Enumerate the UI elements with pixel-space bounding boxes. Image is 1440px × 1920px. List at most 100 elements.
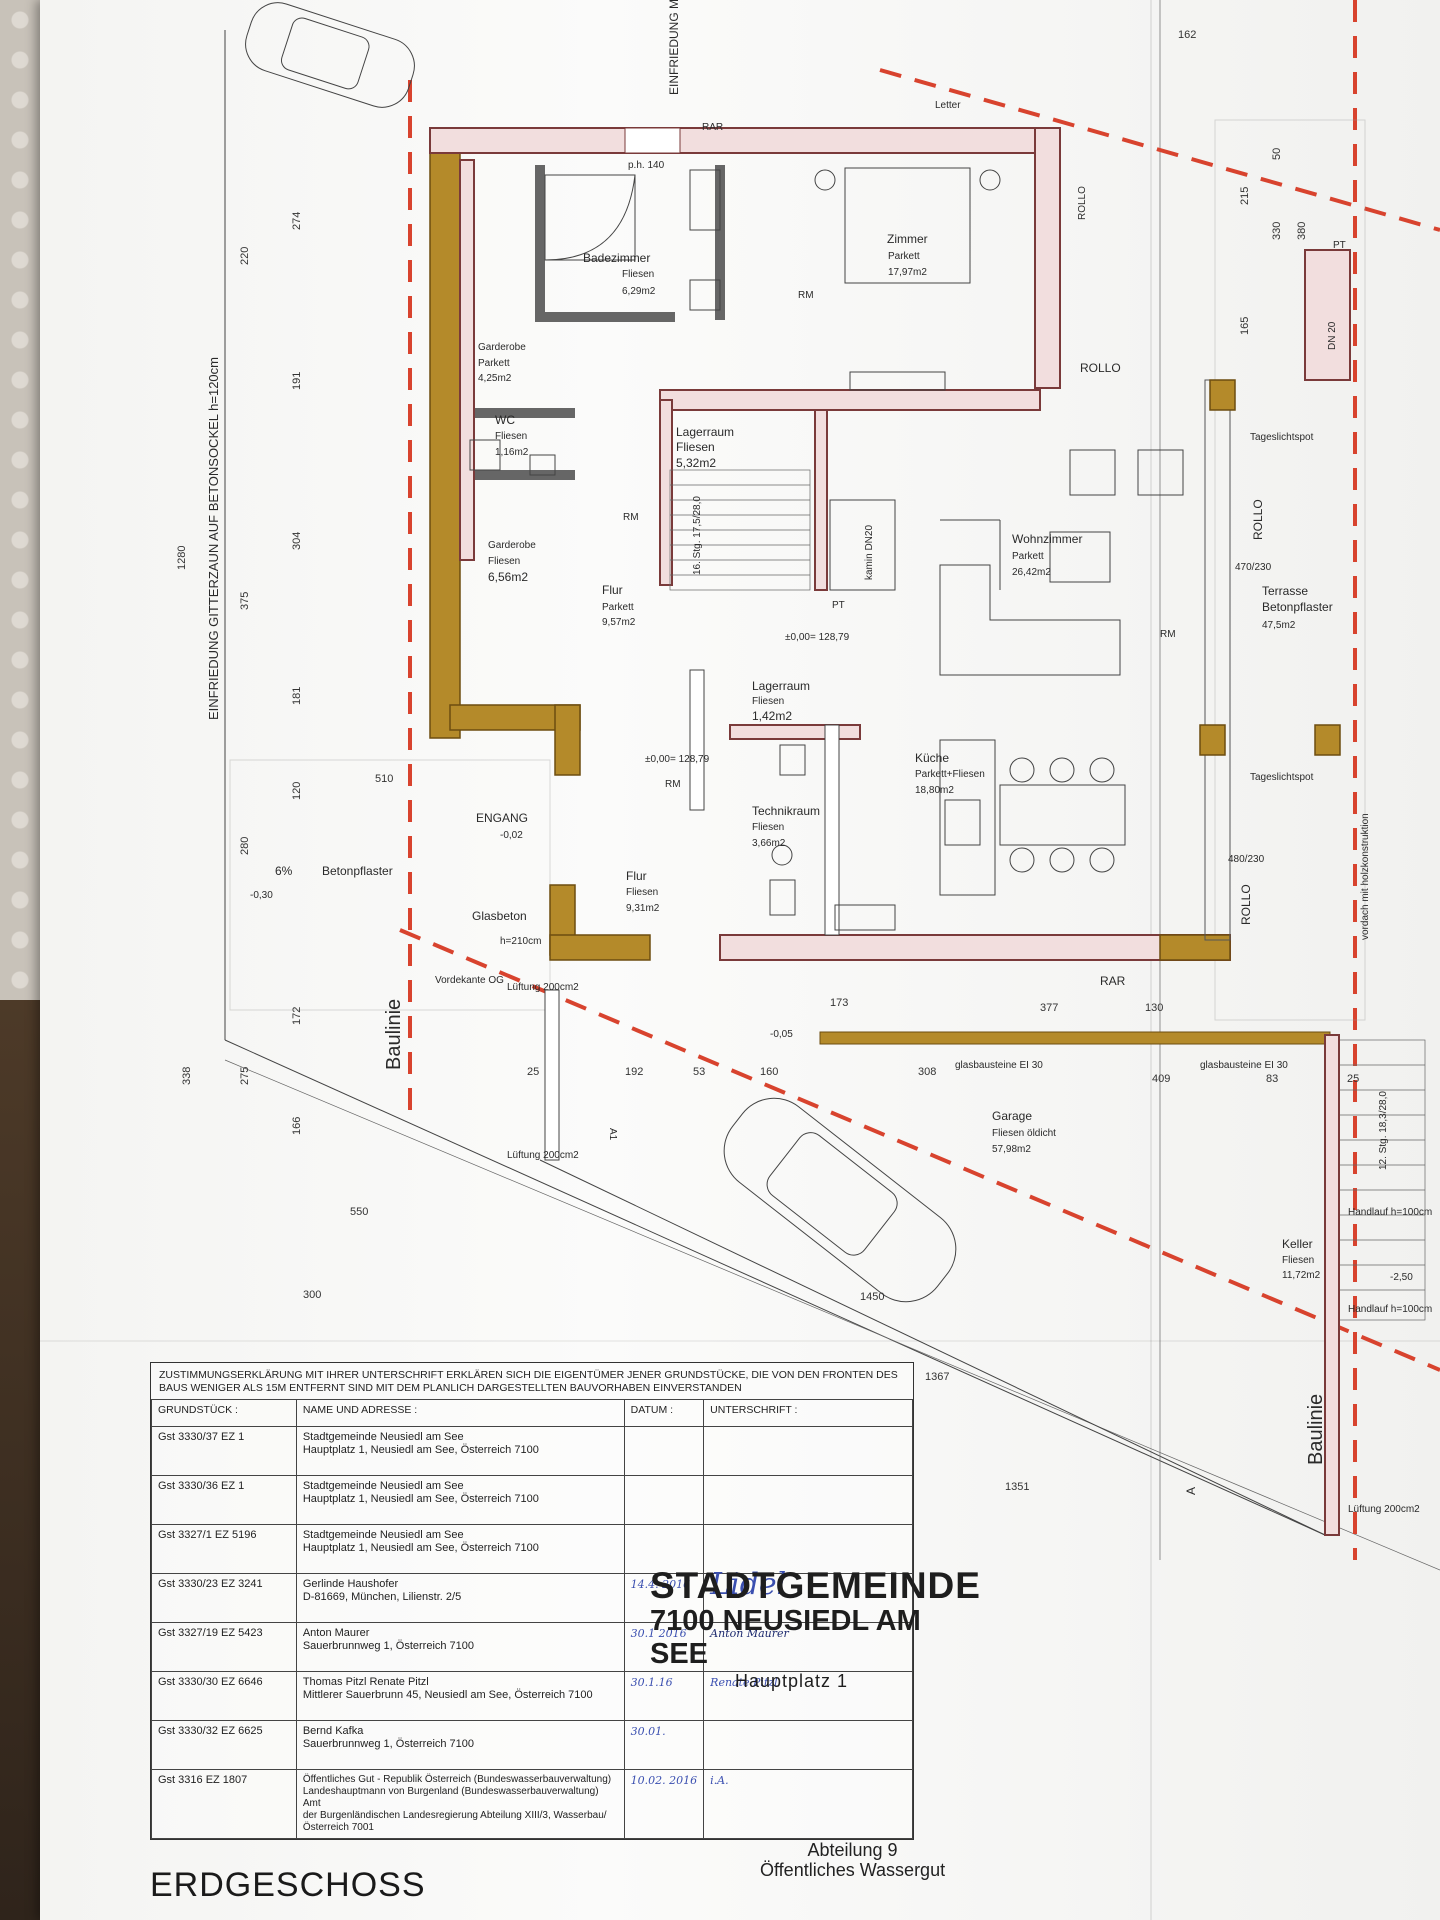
cell-signature [703, 1524, 913, 1574]
betonpflaster-label: Betonpflaster [322, 864, 393, 878]
svg-text:Fliesen öldicht: Fliesen öldicht [992, 1128, 1056, 1139]
svg-text:300: 300 [303, 1289, 321, 1301]
room-zimmer: Zimmer Parkett 17,97m2 [887, 232, 928, 278]
car-icon-top [245, 2, 415, 108]
table-row: Gst 3316 EZ 1807 Öffentliches Gut - Repu… [151, 1769, 913, 1839]
svg-text:Garderobe: Garderobe [478, 342, 526, 353]
svg-text:Lagerraum: Lagerraum [676, 425, 734, 439]
owner-name: Gerlinde Haushofer [302, 1578, 399, 1590]
owner-name: Stadtgemeinde Neusiedl am See [302, 1529, 464, 1541]
svg-text:Parkett+Fliesen: Parkett+Fliesen [915, 769, 985, 780]
rar-label-2: RAR [1100, 974, 1126, 988]
water-authority-stamp: Abteilung 9 Öffentliches Wassergut [760, 1840, 945, 1880]
svg-text:380: 380 [1296, 222, 1308, 240]
owner-address: Mittlerer Sauerbrunn 45, Neusiedl am See… [302, 1689, 593, 1701]
cell-datum [623, 1524, 705, 1574]
room-badezimmer: Badezimmer Fliesen 6,29m2 [583, 251, 656, 297]
svg-text:6,56m2: 6,56m2 [488, 570, 528, 584]
municipality-stamp: STADTGEMEINDE 7100 NEUSIEDL AM SEE Haupt… [650, 1565, 980, 1691]
svg-text:Betonpflaster: Betonpflaster [1262, 600, 1333, 614]
svg-text:5,32m2: 5,32m2 [676, 456, 716, 470]
svg-text:304: 304 [291, 532, 303, 550]
cell-signature [703, 1720, 913, 1770]
cell-signature [703, 1426, 913, 1476]
consent-heading: ZUSTIMMUNGSERKLÄRUNG MIT IHRER UNTERSCHR… [159, 1369, 898, 1394]
cell-datum: 30.01. [623, 1720, 705, 1770]
svg-text:Technikraum: Technikraum [752, 804, 820, 818]
svg-text:480/230: 480/230 [1228, 854, 1265, 865]
svg-text:375: 375 [239, 592, 251, 610]
svg-text:4,25m2: 4,25m2 [478, 373, 512, 384]
car-icon-garage [723, 1097, 957, 1303]
table-row: Gst 3330/36 EZ 1 Stadtgemeinde Neusiedl … [151, 1475, 913, 1525]
svg-text:192: 192 [625, 1066, 643, 1078]
svg-text:120: 120 [291, 782, 303, 800]
owner-address: Sauerbrunnweg 1, Österreich 7100 [302, 1640, 475, 1652]
room-labels: Badezimmer Fliesen 6,29m2 Zimmer Parkett… [478, 232, 1333, 1281]
owner-name: Anton Maurer [302, 1627, 370, 1639]
svg-text:274: 274 [291, 212, 303, 230]
owner-address: der Burgenländischen Landesregierung Abt… [302, 1810, 607, 1833]
rollo-label-3: ROLLO [1251, 499, 1265, 540]
glassblock-label: glasbausteine EI 30 [955, 1060, 1043, 1071]
cell-datum [623, 1475, 705, 1525]
cell-signature: Anton Maurer [703, 1622, 913, 1672]
glasbeton-label: Glasbeton [472, 909, 527, 923]
svg-text:377: 377 [1040, 1002, 1058, 1014]
vordach-label: vordach mit holzkonstruktion [1360, 813, 1371, 940]
svg-text:Flur: Flur [626, 869, 647, 883]
room-lagerraum-2: Lagerraum Fliesen 1,42m2 [752, 679, 810, 723]
pt-label-2: PT [832, 600, 845, 611]
room-kueche: Küche Parkett+Fliesen 18,80m2 [915, 751, 985, 796]
paper-fold-horizontal [40, 1340, 1440, 1342]
property-line-outer [224, 1059, 1440, 1571]
svg-text:Fliesen: Fliesen [752, 696, 784, 707]
svg-text:173: 173 [830, 997, 848, 1009]
owner-address: D-81669, München, Lilienstr. 2/5 [302, 1591, 462, 1603]
svg-text:510: 510 [375, 773, 393, 785]
lueftung-label: Lüftung 200cm2 [507, 982, 579, 993]
svg-text:220: 220 [239, 247, 251, 265]
letter-label: Letter [935, 100, 961, 111]
stairs-keller-label: 12. Stg. 18,3/28,0 [1378, 1091, 1389, 1170]
cell-datum: 14.4. 2016 [623, 1573, 705, 1623]
svg-text:191: 191 [291, 372, 303, 390]
room-lagerraum-1: Lagerraum Fliesen 5,32m2 [676, 425, 734, 470]
room-wc: WC Fliesen 1,16m2 [495, 413, 529, 458]
svg-text:470/230: 470/230 [1235, 562, 1272, 573]
rollo-label: ROLLO [1080, 361, 1121, 375]
svg-text:50: 50 [1271, 148, 1283, 160]
room-garderobe-2: Garderobe Fliesen 6,56m2 [488, 540, 536, 584]
rm-label-1: RM [798, 290, 814, 301]
svg-text:1,42m2: 1,42m2 [752, 709, 792, 723]
lueftung-label-2: Lüftung 200cm2 [507, 1150, 579, 1161]
furniture [469, 167, 1184, 931]
table-row: Gst 3330/30 EZ 6646 Thomas Pitzl Renate … [151, 1671, 913, 1721]
kamin-label: kamin DN20 [864, 525, 875, 580]
svg-text:WC: WC [495, 413, 515, 427]
owner-name: Stadtgemeinde Neusiedl am See [302, 1431, 464, 1443]
baulinie-north [879, 68, 1440, 232]
svg-text:Fliesen: Fliesen [488, 556, 520, 567]
stamp2-line-2: Öffentliches Wassergut [760, 1860, 946, 1880]
owner-name: Thomas Pitzl Renate Pitzl [302, 1676, 429, 1688]
lueftung-label-3: Lüftung 200cm2 [1348, 1504, 1420, 1515]
stamp2-line-1: Abteilung 9 [807, 1840, 898, 1860]
svg-text:Fliesen: Fliesen [622, 269, 654, 280]
svg-text:1,16m2: 1,16m2 [495, 447, 529, 458]
cell-signature [703, 1475, 913, 1525]
owner-name: Öffentliches Gut - Republik Österreich (… [302, 1774, 612, 1809]
svg-text:Wohnzimmer: Wohnzimmer [1012, 532, 1082, 546]
dn20-label: DN 20 [1327, 321, 1338, 350]
svg-text:26,42m2: 26,42m2 [1012, 567, 1051, 578]
rm-label-2: RM [623, 512, 639, 523]
room-technikraum: Technikraum Fliesen 3,66m2 [752, 804, 820, 849]
svg-text:Fliesen: Fliesen [1282, 1255, 1314, 1266]
svg-text:Parkett: Parkett [478, 358, 510, 369]
svg-text:Parkett: Parkett [602, 602, 634, 613]
